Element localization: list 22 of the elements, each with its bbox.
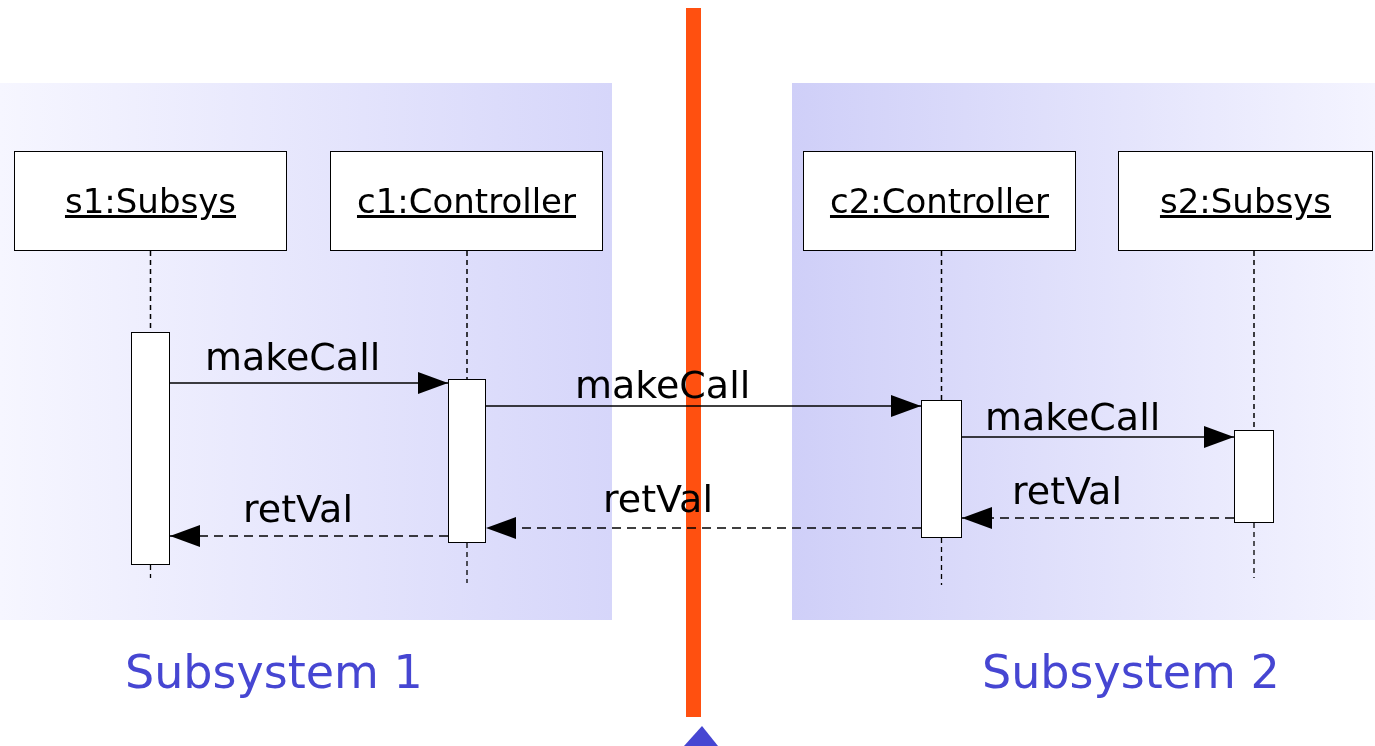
message-arrow — [169, 372, 449, 394]
message-arrow — [961, 507, 1235, 529]
lifeline-head-box: c2:Controller — [803, 151, 1076, 251]
lifeline — [466, 250, 468, 380]
message-label: makeCall — [205, 338, 381, 376]
activation-bar — [921, 400, 962, 538]
activation-bar — [131, 332, 170, 565]
lifeline — [940, 250, 943, 401]
message-label: retVal — [1012, 472, 1122, 510]
lifeline-head-box: c1:Controller — [330, 151, 603, 251]
activation-bar — [448, 379, 486, 543]
message-arrow — [961, 426, 1235, 448]
subsystem-label: Subsystem 2 — [982, 645, 1280, 699]
message-arrow — [169, 525, 449, 547]
message-arrow — [485, 395, 922, 417]
subsystem-label: Subsystem 1 — [125, 645, 423, 699]
message-arrow — [485, 517, 922, 539]
activation-bar — [1234, 430, 1274, 523]
message-label: retVal — [243, 490, 353, 528]
lifeline-head-box: s1:Subsys — [14, 151, 287, 251]
lifeline-head-box: s2:Subsys — [1118, 151, 1373, 251]
message-label: makeCall — [985, 398, 1161, 436]
